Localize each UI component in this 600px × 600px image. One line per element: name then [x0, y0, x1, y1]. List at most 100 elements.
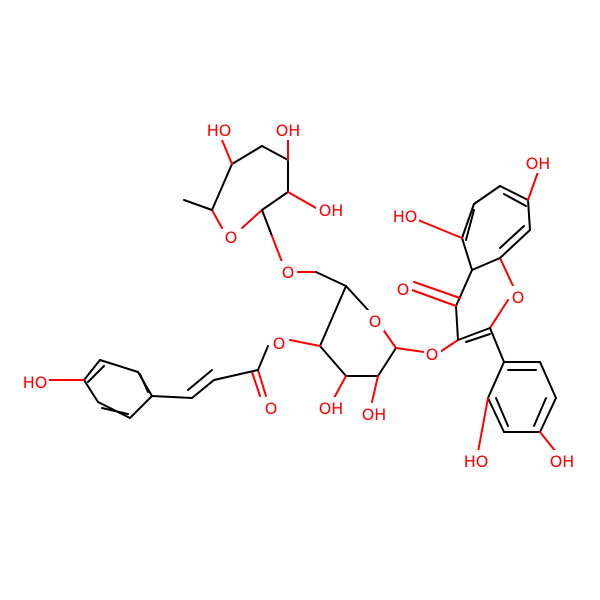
- atom-o-ketone: O: [395, 278, 412, 299]
- bond: [487, 397, 505, 433]
- bond: [251, 371, 261, 397]
- bond: [527, 171, 539, 201]
- bond: [261, 209, 273, 237]
- bond: [465, 209, 475, 241]
- svg-text:OH: OH: [319, 399, 344, 418]
- bond: [499, 185, 529, 201]
- svg-text:O: O: [273, 334, 286, 353]
- bond: [461, 203, 475, 239]
- bond: [487, 361, 505, 399]
- bond: [139, 373, 149, 393]
- bond: [345, 285, 369, 311]
- bond: [539, 397, 557, 433]
- bond: [499, 225, 525, 249]
- bond: [465, 333, 491, 343]
- svg-text:O: O: [397, 280, 410, 299]
- atom-o-glc-ring: O: [367, 310, 384, 331]
- atom-labels: HO OH OH O O O O O OH OH O O O HO OH HO …: [20, 119, 576, 471]
- svg-text:OH: OH: [362, 405, 387, 424]
- bond: [191, 379, 215, 399]
- bond: [455, 305, 459, 341]
- bond: [289, 339, 321, 347]
- atom-o-ester: O: [271, 332, 288, 353]
- svg-text:O: O: [225, 228, 238, 247]
- bond: [413, 281, 461, 299]
- bond: [455, 269, 473, 307]
- svg-text:OH: OH: [319, 201, 344, 220]
- bond: [477, 397, 489, 453]
- bond: [319, 285, 347, 347]
- bond: [221, 139, 233, 165]
- svg-text:OH: OH: [526, 154, 551, 173]
- atom-ho-coumaroyl: HO: [20, 371, 49, 392]
- atom-oh-rha-3: OH: [316, 199, 345, 220]
- atom-o-carbonyl-ester: O: [263, 397, 280, 418]
- bond: [417, 219, 463, 239]
- bond: [333, 375, 347, 399]
- bond: [83, 379, 99, 403]
- atom-oh-4p: OH: [547, 450, 576, 471]
- bond: [287, 191, 317, 209]
- bond: [87, 365, 105, 383]
- atom-oh-rha-2: OH: [273, 119, 302, 140]
- svg-text:HO: HO: [207, 121, 232, 140]
- bond: [315, 271, 347, 287]
- bond: [241, 209, 263, 229]
- bond: [381, 327, 397, 349]
- svg-text:HO: HO: [464, 452, 489, 471]
- bond: [261, 191, 289, 211]
- atom-o-glycosidic-3: O: [424, 343, 441, 364]
- bond: [211, 163, 233, 211]
- bond: [271, 235, 283, 263]
- atom-oh-glc-2: OH: [359, 403, 388, 424]
- svg-text:O: O: [369, 312, 382, 331]
- bond: [473, 185, 501, 205]
- bond: [101, 407, 129, 415]
- bond: [371, 375, 379, 403]
- bond: [503, 193, 527, 207]
- bond: [99, 359, 139, 373]
- bond: [439, 339, 459, 353]
- bond: [527, 199, 531, 231]
- atom-oh-glc-4: OH: [316, 397, 345, 418]
- svg-text:O: O: [512, 288, 525, 307]
- bond: [533, 397, 547, 427]
- bond: [457, 327, 491, 341]
- bond: [395, 347, 425, 353]
- bond: [187, 369, 213, 391]
- bond: [489, 299, 509, 329]
- bond: [231, 145, 263, 165]
- atom-ho-3p: HO: [461, 450, 490, 471]
- bond: [499, 229, 531, 259]
- svg-text:OH: OH: [276, 121, 301, 140]
- svg-text:O: O: [265, 399, 278, 418]
- bond: [495, 397, 509, 427]
- atom-o-rha-ring: O: [223, 226, 240, 247]
- svg-text:O: O: [426, 345, 439, 364]
- bond: [489, 327, 505, 363]
- bond: [183, 199, 213, 211]
- bond: [261, 145, 289, 161]
- svg-text:HO: HO: [393, 207, 418, 226]
- bond: [539, 361, 557, 399]
- bond: [257, 345, 269, 371]
- atom-ho-5: HO: [390, 205, 419, 226]
- atom-ho-rha-1: HO: [204, 119, 233, 140]
- bond: [319, 345, 347, 377]
- bond: [471, 257, 501, 271]
- bond: [129, 395, 153, 419]
- bond: [83, 359, 101, 381]
- bond: [211, 209, 223, 229]
- bond: [377, 347, 397, 377]
- atom-o-glycosidic-6: O: [280, 261, 297, 282]
- bond: [461, 237, 473, 271]
- svg-text:HO: HO: [23, 373, 48, 392]
- svg-text:O: O: [282, 263, 295, 282]
- atom-o-chromone: O: [510, 286, 527, 307]
- bond: [411, 289, 457, 307]
- bond: [499, 257, 515, 289]
- bond: [213, 369, 259, 381]
- bond: [257, 369, 267, 397]
- bond-lines: [47, 139, 557, 453]
- bond: [539, 431, 557, 453]
